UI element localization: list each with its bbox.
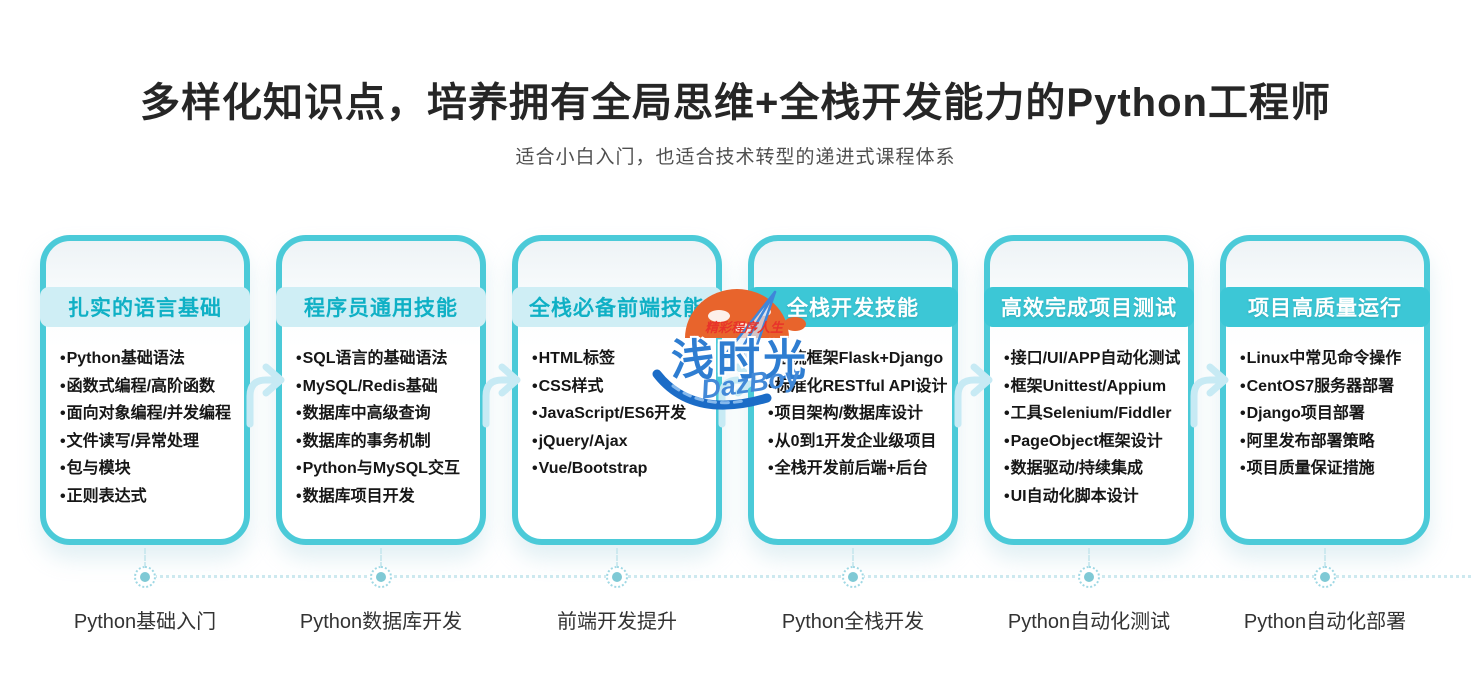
card-item: HTML标签 (532, 345, 712, 373)
card-item: SQL语言的基础语法 (296, 345, 476, 373)
timeline-tick (144, 548, 146, 568)
timeline-tick (852, 548, 854, 568)
card-header-label: 程序员通用技能 (304, 297, 458, 320)
card-item: Linux中常见命令操作 (1240, 345, 1420, 373)
card-item: 阿里发布部署策略 (1240, 428, 1420, 456)
stage-label: Python全栈开发 (781, 611, 925, 633)
card-item: 标准化RESTful API设计 (768, 373, 948, 401)
card-item-list: SQL语言的基础语法 MySQL/Redis基础 数据库中高级查询 数据库的事务… (296, 345, 476, 510)
timeline-dot-core (848, 572, 858, 582)
course-card-frontend: 全栈必备前端技能 HTML标签 CSS样式 JavaScript/ES6开发 j… (512, 235, 722, 545)
curved-right-arrow-icon (1190, 363, 1229, 428)
card-item: 数据驱动/持续集成 (1004, 455, 1184, 483)
card-header: 项目高质量运行 (1220, 287, 1430, 327)
card-item: 面向对象编程/并发编程 (60, 400, 240, 428)
timeline-tick (616, 548, 618, 568)
card-header-label: 扎实的语言基础 (68, 297, 222, 320)
curved-right-arrow-icon (954, 363, 993, 428)
card-item: 工具Selenium/Fiddler (1004, 400, 1184, 428)
card-item: Python基础语法 (60, 345, 240, 373)
card-header: 高效完成项目测试 (984, 287, 1194, 327)
card-header: 扎实的语言基础 (40, 287, 250, 327)
card-header-label: 项目高质量运行 (1248, 297, 1402, 320)
card-item: MySQL/Redis基础 (296, 373, 476, 401)
course-card-fullstack: 全栈开发技能 主流框架Flask+Django 标准化RESTful API设计… (748, 235, 958, 545)
card-item: 项目架构/数据库设计 (768, 400, 948, 428)
curved-right-arrow-icon (246, 363, 285, 428)
timeline-dot-icon (1078, 566, 1100, 588)
card-item-list: Linux中常见命令操作 CentOS7服务器部署 Django项目部署 阿里发… (1240, 345, 1420, 483)
card-item: CSS样式 (532, 373, 712, 401)
card-item: 从0到1开发企业级项目 (768, 428, 948, 456)
timeline-tick (1324, 548, 1326, 568)
stage-label: 前端开发提升 (557, 611, 677, 633)
timeline-dot-icon (134, 566, 156, 588)
card-item-list: 主流框架Flask+Django 标准化RESTful API设计 项目架构/数… (768, 345, 948, 483)
card-item: 全栈开发前后端+后台 (768, 455, 948, 483)
card-item: 数据库项目开发 (296, 483, 476, 511)
timeline-dot-icon (1314, 566, 1336, 588)
timeline-dotted-line (142, 575, 1471, 578)
card-item: 框架Unittest/Appium (1004, 373, 1184, 401)
card-item: Django项目部署 (1240, 400, 1420, 428)
curved-right-arrow-icon (718, 363, 757, 428)
stage-label: Python数据库开发 (299, 611, 463, 633)
stage-label: Python基础入门 (73, 611, 217, 633)
course-card-database: 程序员通用技能 SQL语言的基础语法 MySQL/Redis基础 数据库中高级查… (276, 235, 486, 545)
card-item: CentOS7服务器部署 (1240, 373, 1420, 401)
card-item: PageObject框架设计 (1004, 428, 1184, 456)
timeline-dot-icon (842, 566, 864, 588)
page-subtitle: 适合小白入门，也适合技术转型的递进式课程体系 (515, 147, 956, 168)
card-header-label: 全栈开发技能 (787, 297, 919, 320)
timeline-dot-core (1320, 572, 1330, 582)
card-item: 包与模块 (60, 455, 240, 483)
card-item: 项目质量保证措施 (1240, 455, 1420, 483)
card-item-list: HTML标签 CSS样式 JavaScript/ES6开发 jQuery/Aja… (532, 345, 712, 483)
card-item: Python与MySQL交互 (296, 455, 476, 483)
timeline-dot-core (1084, 572, 1094, 582)
stage-label: Python自动化测试 (1007, 611, 1171, 633)
watermark-graphic-icon (652, 289, 806, 410)
card-header: 全栈必备前端技能 (512, 287, 722, 327)
card-item: 文件读写/异常处理 (60, 428, 240, 456)
card-item: UI自动化脚本设计 (1004, 483, 1184, 511)
timeline-dot-core (612, 572, 622, 582)
curved-right-arrow-icon (482, 363, 521, 428)
stage-label: Python自动化部署 (1243, 611, 1407, 633)
card-item-list: Python基础语法 函数式编程/高阶函数 面向对象编程/并发编程 文件读写/异… (60, 345, 240, 510)
card-item-list: 接口/UI/APP自动化测试 框架Unittest/Appium 工具Selen… (1004, 345, 1184, 510)
card-header-label: 全栈必备前端技能 (529, 297, 705, 320)
card-header: 程序员通用技能 (276, 287, 486, 327)
card-item: Vue/Bootstrap (532, 455, 712, 483)
card-item: 接口/UI/APP自动化测试 (1004, 345, 1184, 373)
timeline-dot-icon (606, 566, 628, 588)
card-header-label: 高效完成项目测试 (1001, 297, 1177, 320)
timeline-dot-icon (370, 566, 392, 588)
timeline-tick (380, 548, 382, 568)
card-item: JavaScript/ES6开发 (532, 400, 712, 428)
timeline-dot-core (376, 572, 386, 582)
course-card-deploy: 项目高质量运行 Linux中常见命令操作 CentOS7服务器部署 Django… (1220, 235, 1430, 545)
card-item: 函数式编程/高阶函数 (60, 373, 240, 401)
timeline-dot-core (140, 572, 150, 582)
site-watermark: 精彩程序人生 浅时光 DazBoy (645, 282, 845, 422)
card-item: 数据库的事务机制 (296, 428, 476, 456)
watermark-slogan: 精彩程序人生 (705, 320, 784, 335)
watermark-name: 浅时光 (671, 337, 809, 385)
card-item: 正则表达式 (60, 483, 240, 511)
course-card-testing: 高效完成项目测试 接口/UI/APP自动化测试 框架Unittest/Appiu… (984, 235, 1194, 545)
course-card-basics: 扎实的语言基础 Python基础语法 函数式编程/高阶函数 面向对象编程/并发编… (40, 235, 250, 545)
timeline-tick (1088, 548, 1090, 568)
card-item: 主流框架Flask+Django (768, 345, 948, 373)
card-item: 数据库中高级查询 (296, 400, 476, 428)
card-item: jQuery/Ajax (532, 428, 712, 456)
card-header: 全栈开发技能 (748, 287, 958, 327)
page-title: 多样化知识点，培养拥有全局思维+全栈开发能力的Python工程师 (140, 81, 1331, 125)
